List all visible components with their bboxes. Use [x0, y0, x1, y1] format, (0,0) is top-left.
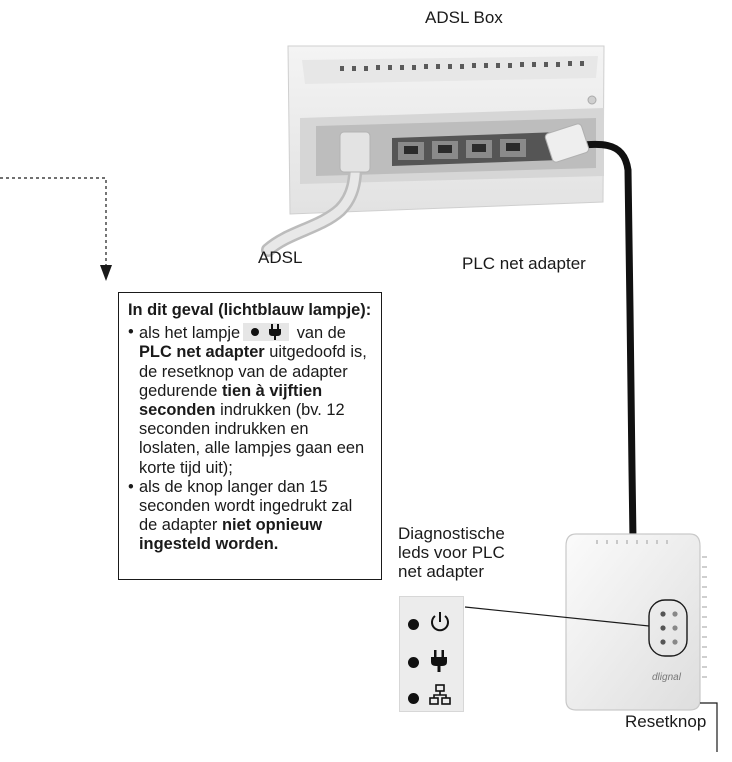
dashed-pointer-line — [0, 177, 107, 265]
inline-led-indicator — [243, 323, 290, 342]
led-callout-line — [464, 606, 650, 627]
dashed-pointer-arrowhead — [100, 265, 112, 281]
plc-adapter-device — [565, 533, 707, 711]
diagnostic-line-3: net adapter — [398, 562, 485, 581]
reset-button-label: Resetknop — [625, 712, 707, 731]
instruction-1-text-b: van de — [292, 324, 346, 343]
instruction-1-text-a: als het lampje — [139, 324, 241, 343]
adsl-box — [287, 45, 605, 215]
plc-led-dot — [408, 657, 419, 668]
adsl-box-label: ADSL Box — [425, 8, 503, 27]
adsl-cable — [261, 131, 371, 257]
instruction-2-text: als de knop langer dan 15 seconden wordt… — [139, 477, 353, 535]
instruction-1-text-d: indrukken (bv. 12 seconden indrukken en … — [139, 401, 365, 477]
plug-icon — [431, 650, 447, 672]
ethernet-led-dot — [408, 693, 419, 704]
led-dot-icon — [251, 328, 260, 337]
instruction-box: In dit geval (lichtblauw lampje): als he… — [118, 292, 382, 580]
instruction-list: als het lampje van de PLC net adapter ui… — [128, 323, 372, 554]
instruction-2-emph: niet opnieuw ingesteld worden. — [139, 516, 323, 554]
plc-cable — [544, 123, 637, 544]
power-icon — [431, 612, 449, 632]
instruction-item-1: als het lampje van de PLC net adapter ui… — [128, 323, 372, 478]
brand-logo: dlignal — [652, 672, 681, 683]
diagnostic-leds-label: Diagnostische leds voor PLC net adapter — [398, 524, 505, 581]
adsl-label: ADSL — [258, 248, 303, 267]
power-led-dot — [408, 619, 419, 630]
plc-net-adapter-label: PLC net adapter — [462, 254, 586, 273]
reset-callout-line — [700, 702, 718, 752]
instruction-title: In dit geval (lichtblauw lampje): — [128, 301, 372, 319]
instruction-1-emph-a: PLC net adapter — [139, 343, 265, 362]
led-detail-panel — [399, 596, 464, 712]
plug-icon — [269, 324, 282, 341]
instruction-item-2: als de knop langer dan 15 seconden wordt… — [128, 478, 372, 555]
instruction-1-emph-b: tien à vijftien seconden — [139, 381, 323, 420]
instruction-1-text-c: uitgedoofd is, de resetknop van de adapt… — [139, 343, 367, 400]
diagnostic-line-2: leds voor PLC — [398, 543, 505, 562]
diagnostic-line-1: Diagnostische — [398, 524, 505, 543]
network-icon — [429, 684, 451, 705]
